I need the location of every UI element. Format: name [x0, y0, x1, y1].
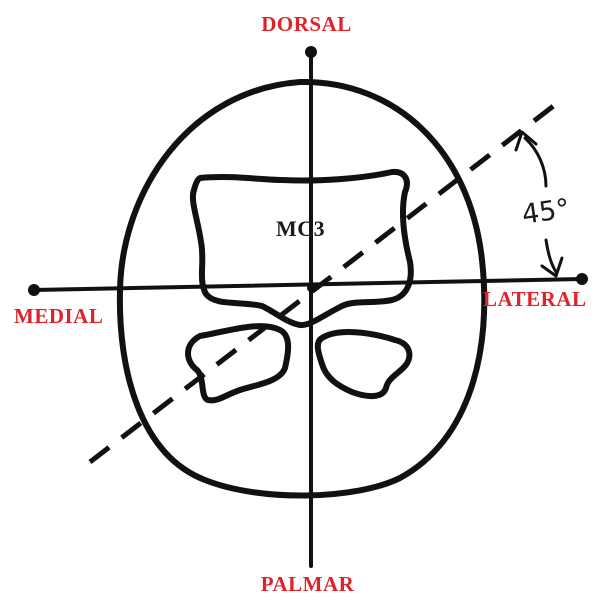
label-medial: MEDIAL	[14, 306, 103, 327]
axis-end-dot-left	[28, 284, 40, 296]
center-point	[307, 284, 315, 292]
mc3-bone	[193, 172, 411, 325]
label-angle: 45°	[520, 193, 572, 230]
sesamoid-left	[188, 326, 288, 400]
axis-end-dot-top	[305, 46, 317, 58]
label-palmar: PALMAR	[0, 574, 603, 595]
label-lateral: LATERAL	[483, 289, 586, 310]
sesamoid-right	[318, 332, 410, 396]
label-mc3: MC3	[276, 218, 325, 240]
axis-end-dot-right	[576, 273, 588, 285]
label-dorsal: DORSAL	[0, 14, 603, 35]
